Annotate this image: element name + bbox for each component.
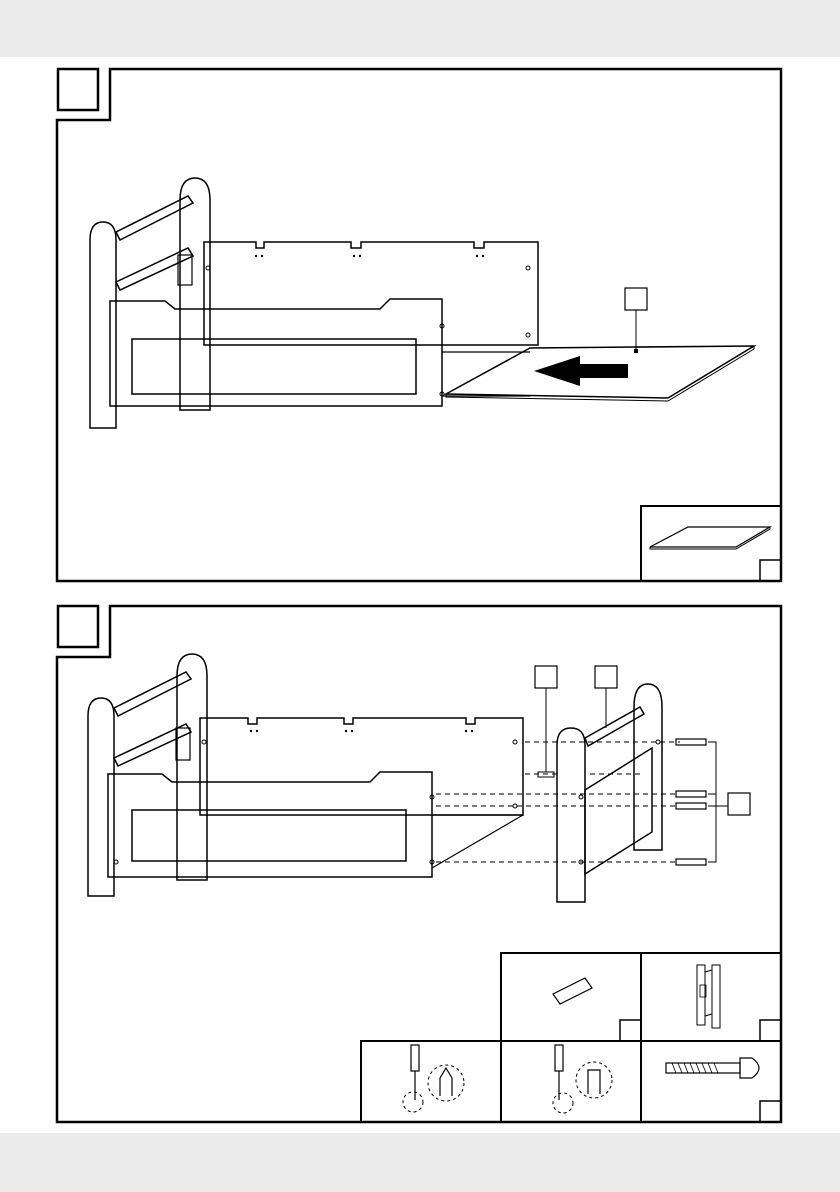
step-2-panel xyxy=(57,606,781,1122)
step-1-panel xyxy=(57,69,781,581)
step-1-number-box xyxy=(58,69,98,110)
step-2-number-box xyxy=(58,606,98,647)
